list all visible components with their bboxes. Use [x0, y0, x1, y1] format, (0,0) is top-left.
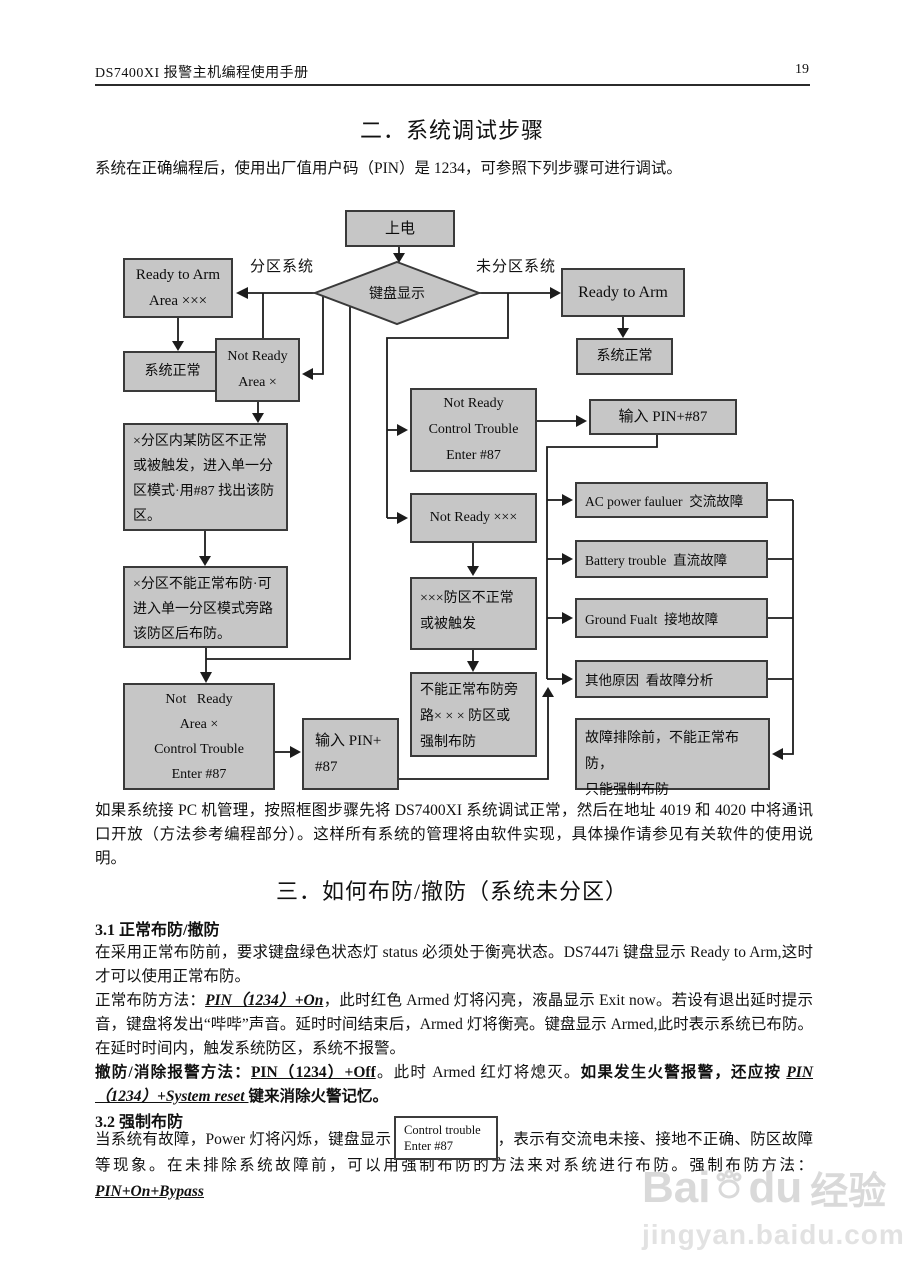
- flow-box-ac-power-failure: AC power fauluer 交流故障: [575, 482, 768, 518]
- arm-method-prefix: 正常布防方法：: [95, 992, 206, 1009]
- section3-title: 三．如何布防/撤防（系统未分区）: [275, 879, 629, 904]
- debug-flowchart: 分区系统 未分区系统 键盘显示 上电 Ready to Arm Area ×××…: [0, 195, 904, 800]
- flow-box-battery-trouble: Battery trouble 直流故障: [575, 540, 768, 578]
- paragraph-3-1-a: 在采用正常布防前，要求键盘绿色状态灯 status 必须处于衡亮状态。DS744…: [95, 944, 813, 985]
- header-rule: [95, 84, 810, 86]
- section2-title: 二．系统调试步骤: [359, 118, 544, 143]
- flow-box-zone-abnormal: ×分区内某防区不正常 或被触发，进入单一分 区模式·用#87 找出该防 区。: [123, 423, 288, 531]
- flow-box-ready-arm: Ready to Arm: [561, 268, 685, 317]
- flow-box-system-normal-right: 系统正常: [576, 338, 673, 375]
- flow-box-power-on: 上电: [345, 210, 455, 247]
- watermark-bai: Bai: [642, 1162, 711, 1212]
- disarm-mid: 。此时 Armed 红灯将熄灭。: [375, 1064, 581, 1081]
- flow-box-cannot-arm-bypass: 不能正常布防旁 路× × × 防区或 强制布防: [410, 672, 537, 757]
- disarm-rest: 键来消除火警记忆。: [248, 1088, 389, 1105]
- flow-box-bottom-not-ready: Not Ready Area × Control Trouble Enter #…: [123, 683, 275, 790]
- flow-box-not-ready-area: Not Ready Area ×: [215, 338, 300, 402]
- flowchart-connectors: [172, 247, 794, 780]
- flow-box-not-ready-control-trouble: Not Ready Control Trouble Enter #87: [410, 388, 537, 472]
- watermark: Bai du 经验 jingyan.baidu.com: [642, 1160, 904, 1251]
- branch-label-partitioned: 分区系统: [250, 259, 315, 275]
- flow-box-ready-arm-area: Ready to Arm Area ×××: [123, 258, 233, 318]
- keypad-display-diamond: [312, 260, 482, 326]
- flow-box-other-reason: 其他原因 看故障分析: [575, 660, 768, 698]
- branch-label-unpartitioned: 未分区系统: [476, 259, 557, 275]
- force-arm-formula: PIN+On+Bypass: [95, 1183, 204, 1200]
- pc-management-paragraph: 如果系统接 PC 机管理，按照框图步骤先将 DS7400XI 系统调试正常，然后…: [95, 802, 813, 867]
- disarm-formula: PIN（1234）+Off: [250, 1064, 376, 1081]
- flow-box-fault-before: 故障排除前，不能正常布防， 只能强制布防: [575, 718, 770, 798]
- flow-box-enter-pin-right: 输入 PIN+#87: [589, 399, 737, 435]
- flow-box-system-normal-left: 系统正常: [123, 351, 222, 392]
- flow-box-ground-fault: Ground Fualt 接地故障: [575, 598, 768, 638]
- paw-icon: [712, 1168, 746, 1207]
- keypad-line1: Control trouble: [404, 1123, 481, 1137]
- force-arm-seg1: 当系统有故障，Power 灯将闪烁，键盘显示: [95, 1131, 392, 1148]
- flow-box-not-ready-xxx: Not Ready ×××: [410, 493, 537, 543]
- header-title: DS7400XI 报警主机编程使用手册: [95, 66, 309, 81]
- watermark-du: du: [748, 1162, 803, 1212]
- page-number: 19: [795, 62, 809, 77]
- flow-box-enter-pin-bottom: 输入 PIN+ #87: [302, 718, 399, 790]
- system-reset-formula: PIN（1234）+System reset: [95, 1064, 814, 1105]
- flow-box-xxx-zone: ×××防区不正常 或被触发: [410, 577, 537, 650]
- watermark-url: jingyan.baidu.com: [642, 1219, 904, 1250]
- arm-formula: PIN（1234）+On: [205, 992, 324, 1009]
- heading-3-2: 3.2 强制布防: [95, 1114, 184, 1131]
- force-arm-seg2: ，表示有交流电未接、接地不正确、防区故障等现象。在未排除系统故障前，可以用强制布…: [95, 1131, 813, 1174]
- intro-paragraph: 系统在正确编程后，使用出厂值用户码（PIN）是 1234，可参照下列步骤可进行调…: [95, 160, 682, 177]
- paragraph-3-1-arm-method: 正常布防方法：PIN（1234）+On，此时红色 Armed 灯将闪亮，液晶显示…: [95, 989, 813, 1061]
- arm-method-rest: ，此时红色 Armed 灯将闪亮，液晶显示 Exit now。若设有退出延时提示…: [95, 992, 813, 1057]
- watermark-jingyan: 经验: [810, 1171, 887, 1213]
- paragraph-3-1-disarm-method: 撤防/消除报警方法：PIN（1234）+Off。此时 Armed 红灯将熄灭。如…: [95, 1061, 813, 1109]
- disarm-prefix: 撤防/消除报警方法：: [95, 1064, 251, 1081]
- flow-box-zone-cannot-arm: ×分区不能正常布防·可 进入单一分区模式旁路 该防区后布防。: [123, 566, 288, 648]
- fire-alarm-note: 如果发生火警报警，还应按: [580, 1064, 787, 1081]
- heading-3-1: 3.1 正常布防/撤防: [95, 922, 220, 939]
- keypad-line2: Enter #87: [404, 1139, 453, 1153]
- diamond-label: 键盘显示: [369, 287, 425, 302]
- arrowheads: [172, 253, 783, 760]
